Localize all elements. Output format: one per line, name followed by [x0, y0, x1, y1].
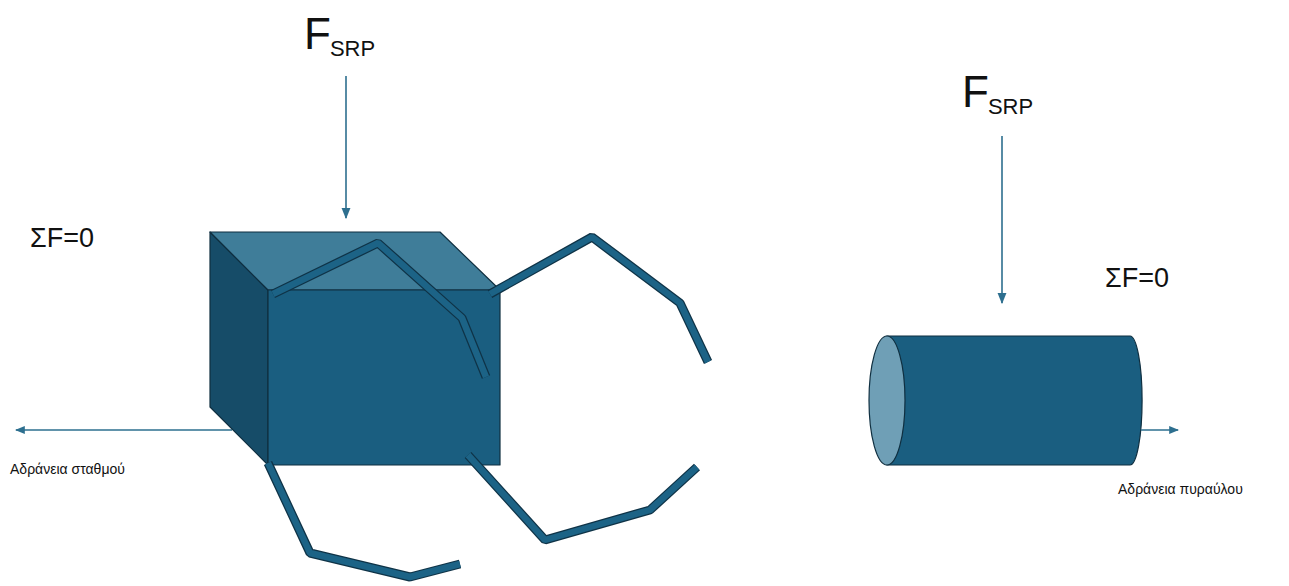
force-arrow [1001, 136, 1003, 303]
force-arrow [345, 76, 347, 218]
inertia-label: Αδράνεια πυραύλου [1118, 482, 1243, 496]
force-symbol: F [962, 70, 989, 114]
inertia-arrow [1141, 429, 1178, 430]
force-subscript: SRP [330, 38, 375, 60]
force-subscript: SRP [988, 96, 1033, 118]
force-balance: ΣF=0 [1105, 265, 1169, 292]
force-balance: ΣF=0 [30, 225, 94, 252]
rocket-cylinder [869, 336, 1142, 465]
inertia-arrow [16, 429, 232, 430]
robot-arms [268, 237, 708, 577]
force-symbol: F [304, 12, 331, 56]
station-cube [210, 232, 500, 465]
inertia-label: Αδράνεια σταθμού [10, 462, 125, 476]
